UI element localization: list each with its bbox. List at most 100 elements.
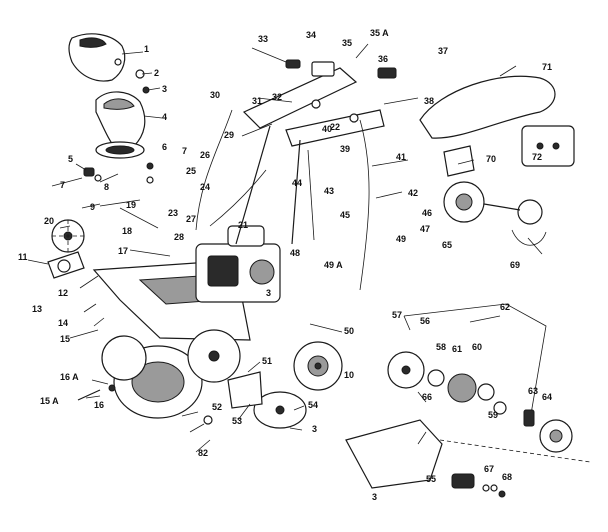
callout-9: 9 [90, 202, 95, 212]
bracket-part [521, 125, 575, 167]
callout-70: 70 [486, 154, 496, 164]
callout-15a: 15 A [40, 396, 59, 406]
air-cleaner-elbow-part [95, 91, 146, 159]
callout-35: 35 [342, 38, 352, 48]
callout-10: 10 [344, 370, 354, 380]
callout-26: 26 [200, 150, 210, 160]
callout-14: 14 [58, 318, 68, 328]
callout-58: 58 [436, 342, 446, 352]
grips-and-levers-part [285, 59, 397, 123]
callout-36: 36 [378, 54, 388, 64]
callout-35a: 35 A [370, 28, 389, 38]
callout-61: 61 [452, 344, 462, 354]
callout-17: 17 [118, 246, 128, 256]
callout-40: 40 [322, 124, 332, 134]
callout-5: 5 [68, 154, 73, 164]
side-shield-part [227, 371, 307, 429]
housing-cover-part [68, 33, 126, 82]
callout-56: 56 [420, 316, 430, 326]
callout-42-top: 42 [408, 188, 418, 198]
callout-48: 48 [290, 248, 300, 258]
callout-44: 44 [292, 178, 302, 188]
callout-13: 13 [32, 304, 42, 314]
callout-16: 16 [94, 400, 104, 410]
callout-12: 12 [58, 288, 68, 298]
callout-53: 53 [232, 416, 242, 426]
drive-belt-part [419, 75, 556, 139]
callout-3: 3 [162, 84, 167, 94]
callout-38: 38 [424, 96, 434, 106]
callout-23: 23 [168, 208, 178, 218]
belt-guard-part [345, 419, 591, 489]
callout-3-bottom: 3 [372, 492, 377, 502]
callout-21: 21 [238, 220, 248, 230]
callout-15: 15 [60, 334, 70, 344]
callout-47: 47 [420, 224, 430, 234]
callout-67: 67 [484, 464, 494, 474]
callout-52: 52 [212, 402, 222, 412]
leader-lines [27, 43, 543, 453]
callout-18: 18 [122, 226, 132, 236]
callout-49a: 49 A [324, 260, 343, 270]
callout-4: 4 [162, 112, 167, 122]
callout-33-left: 33 [258, 34, 268, 44]
callout-7-right: 7 [182, 146, 187, 156]
rod-part [99, 199, 159, 229]
callout-59: 59 [488, 410, 498, 420]
callout-63: 63 [528, 386, 538, 396]
callout-43: 43 [324, 186, 334, 196]
callout-19: 19 [126, 200, 136, 210]
callout-66: 66 [422, 392, 432, 402]
callout-1: 1 [144, 44, 149, 54]
callout-37: 37 [438, 46, 448, 56]
tine-hub-part [47, 251, 85, 279]
callout-64: 64 [542, 392, 552, 402]
callout-27: 27 [186, 214, 196, 224]
callout-8: 8 [104, 182, 109, 192]
gear-wheel-part [293, 341, 343, 391]
callout-39: 39 [340, 144, 350, 154]
callout-69: 69 [510, 260, 520, 270]
depth-stake-part [77, 384, 213, 425]
callout-11: 11 [18, 252, 28, 262]
callout-72: 72 [532, 152, 542, 162]
handlebar-assembly-part [235, 67, 385, 245]
callout-71: 71 [542, 62, 552, 72]
callout-2: 2 [154, 68, 159, 78]
callout-25: 25 [186, 166, 196, 176]
callout-60: 60 [472, 342, 482, 352]
callout-30: 30 [210, 90, 220, 100]
callout-55: 55 [426, 474, 436, 484]
callout-34: 34 [306, 30, 316, 40]
callout-31: 31 [252, 96, 262, 106]
callout-68: 68 [502, 472, 512, 482]
callout-41: 41 [396, 152, 406, 162]
callout-32: 32 [272, 92, 282, 102]
callout-46: 46 [422, 208, 432, 218]
callout-labels: 1 2 3 4 5 6 7 7 8 9 10 11 12 13 14 15 15… [18, 28, 552, 502]
callout-62: 62 [500, 302, 510, 312]
control-cable-part [195, 109, 370, 291]
callout-54: 54 [308, 400, 318, 410]
callout-16a: 16 A [60, 372, 79, 382]
callout-7-left: 7 [60, 180, 65, 190]
callout-82: 82 [198, 448, 208, 458]
fastener-cluster-part [83, 162, 154, 184]
callout-45: 45 [340, 210, 350, 220]
callout-3-center: 3 [266, 288, 271, 298]
callout-6: 6 [162, 142, 167, 152]
callout-50: 50 [344, 326, 354, 336]
callout-51: 51 [262, 356, 272, 366]
engine-part [195, 225, 281, 303]
tine-assembly-part [101, 329, 241, 419]
clutch-assembly-part [387, 303, 573, 453]
callout-57: 57 [392, 310, 402, 320]
callout-29: 29 [224, 130, 234, 140]
sprocket-wheel-part [51, 219, 85, 253]
callout-28: 28 [174, 232, 184, 242]
callout-22: 22 [330, 122, 340, 132]
small-hardware-part [451, 473, 506, 498]
callout-3-lower: 3 [312, 424, 317, 434]
callout-65: 65 [442, 240, 452, 250]
